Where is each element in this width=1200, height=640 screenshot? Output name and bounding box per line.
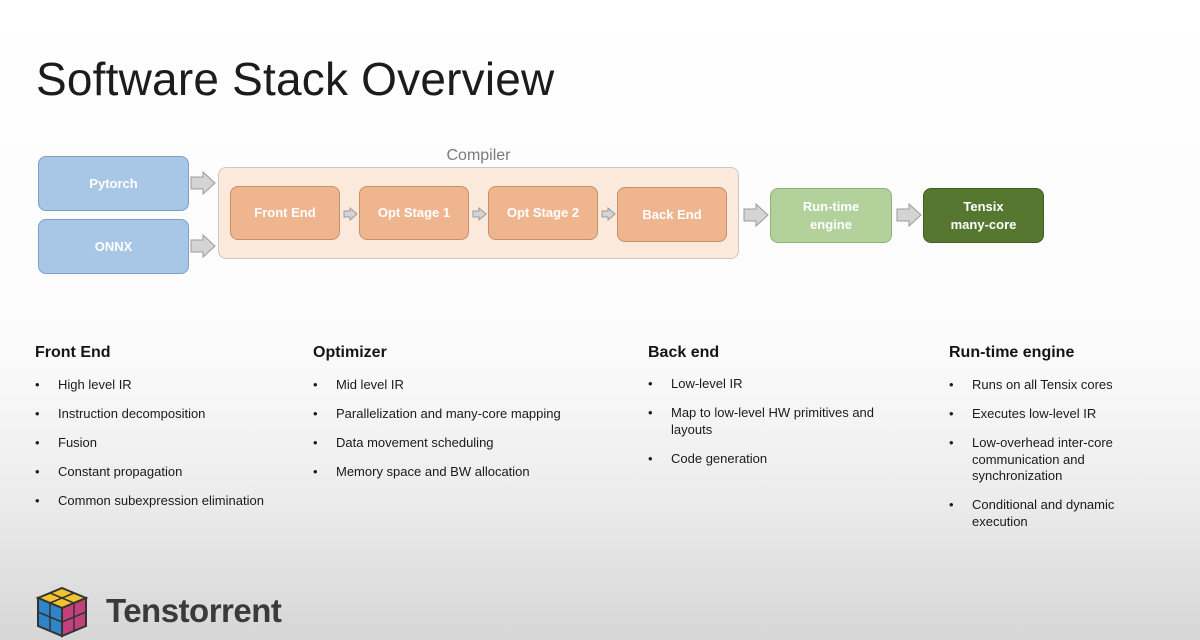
list-item: Common subexpression elimination — [35, 493, 295, 510]
arrow-right-icon — [190, 234, 216, 258]
runtime-line-1: Run-time — [802, 198, 860, 214]
stage-front-end: Front End — [230, 186, 340, 240]
list-item: Data movement scheduling — [313, 435, 613, 452]
list-item: Parallelization and many-core mapping — [313, 406, 613, 423]
stage-opt-2: Opt Stage 2 — [488, 186, 598, 240]
list-item: Fusion — [35, 435, 295, 452]
brand-name: Tenstorrent — [106, 592, 282, 629]
arrow-right-icon — [343, 207, 358, 221]
tensix-line-2: many-core — [950, 216, 1017, 232]
list-item: Constant propagation — [35, 464, 295, 481]
list-item: Instruction decomposition — [35, 406, 295, 423]
input-onnx: ONNX — [38, 219, 189, 274]
column-title-front-end: Front End — [35, 344, 111, 361]
tensix-line-1: Tensix — [963, 198, 1004, 214]
compiler-label: Compiler — [446, 147, 511, 164]
arrow-right-icon — [601, 207, 616, 221]
list-item: Mid level IR — [313, 377, 613, 394]
list-item: Low-level IR — [648, 376, 888, 393]
list-item: Conditional and dynamic execution — [949, 497, 1149, 530]
back-end-list: Low-level IR Map to low-level HW primiti… — [648, 376, 888, 480]
column-title-runtime-engine: Run-time engine — [949, 344, 1075, 361]
tensix-box: Tensix many-core — [923, 188, 1044, 243]
list-item: Executes low-level IR — [949, 406, 1149, 423]
list-item: Memory space and BW allocation — [313, 464, 613, 481]
runtime-engine-list: Runs on all Tensix cores Executes low-le… — [949, 377, 1149, 543]
arrow-right-icon — [896, 203, 922, 227]
arrow-right-icon — [190, 171, 216, 195]
list-item: Runs on all Tensix cores — [949, 377, 1149, 394]
list-item: Map to low-level HW primitives and layou… — [648, 405, 888, 438]
list-item: Code generation — [648, 451, 888, 468]
column-title-back-end: Back end — [648, 344, 720, 361]
stage-back-end: Back End — [617, 187, 727, 242]
tenstorrent-cube-icon — [35, 586, 89, 638]
stage-opt-1: Opt Stage 1 — [359, 186, 469, 240]
list-item: Low-overhead inter-core communication an… — [949, 435, 1149, 485]
runtime-line-2: engine — [810, 216, 852, 232]
slide-title: Software Stack Overview — [36, 53, 555, 105]
input-pytorch: Pytorch — [38, 156, 189, 211]
front-end-list: High level IR Instruction decomposition … — [35, 377, 295, 522]
optimizer-list: Mid level IR Parallelization and many-co… — [313, 377, 613, 493]
arrow-right-icon — [472, 207, 487, 221]
list-item: High level IR — [35, 377, 295, 394]
column-title-optimizer: Optimizer — [313, 344, 387, 361]
runtime-engine-box: Run-time engine — [770, 188, 892, 243]
arrow-right-icon — [743, 203, 769, 227]
